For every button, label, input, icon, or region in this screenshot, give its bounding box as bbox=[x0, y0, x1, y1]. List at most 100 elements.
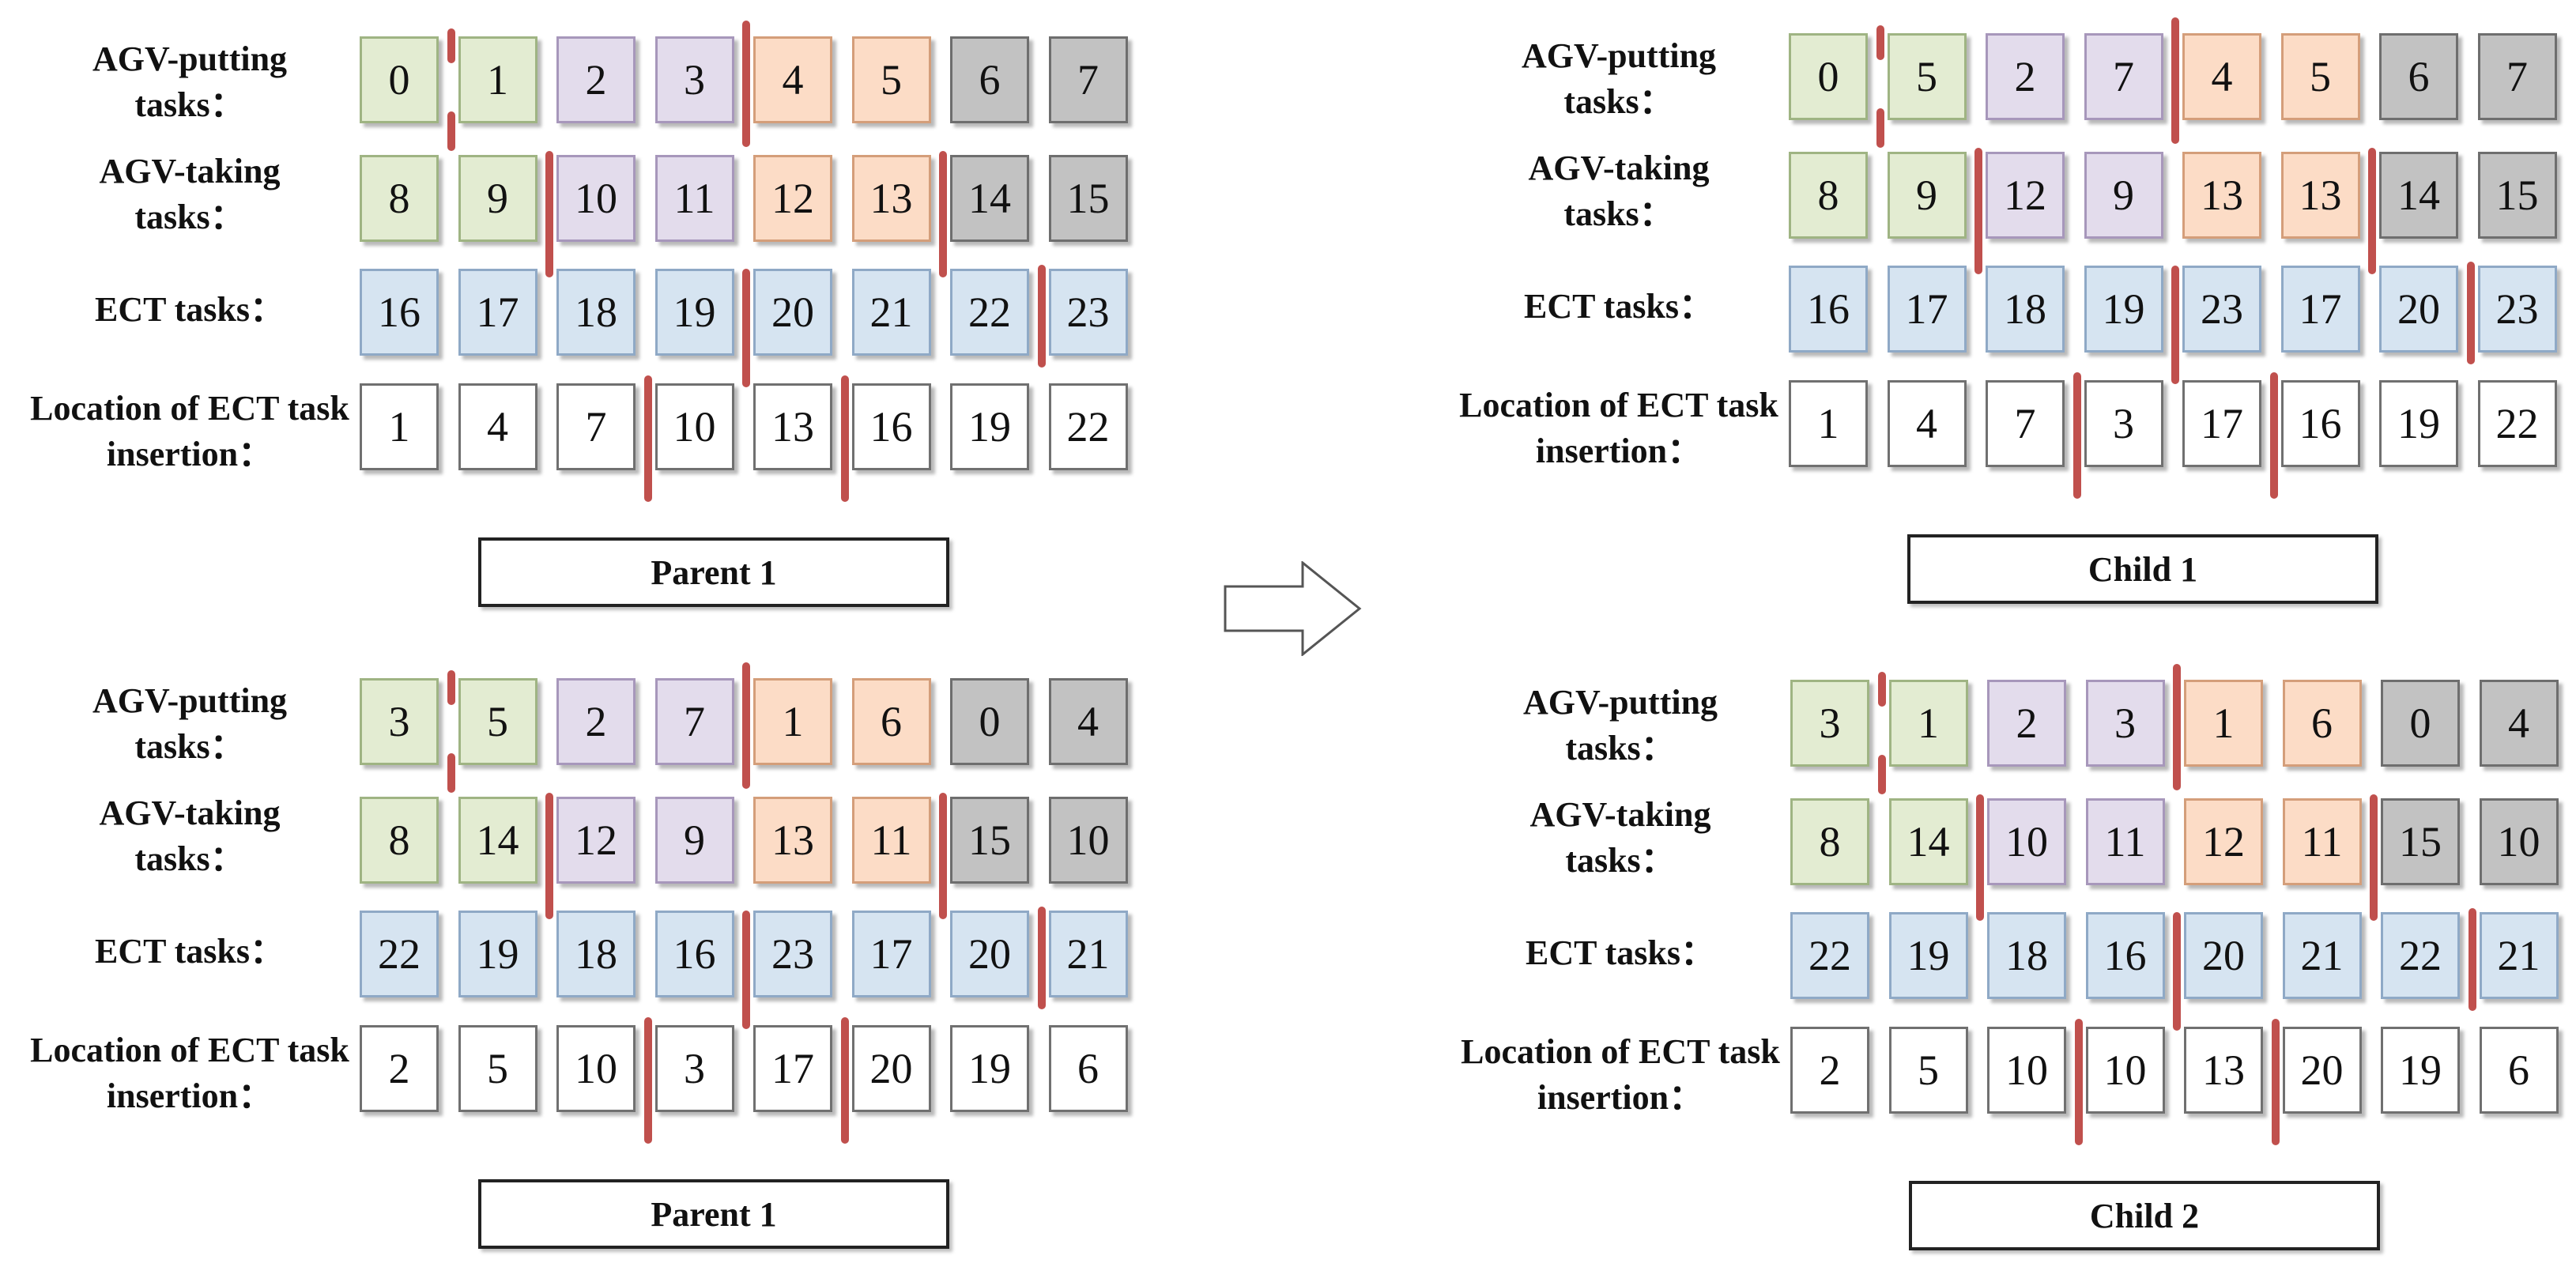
task-cell: 15 bbox=[2381, 798, 2460, 885]
task-cell: 19 bbox=[2381, 1027, 2460, 1114]
crossover-cut-line bbox=[2072, 372, 2081, 499]
task-cell: 12 bbox=[1986, 152, 2065, 239]
task-cell: 16 bbox=[2085, 912, 2165, 999]
crossover-cut-line bbox=[2173, 664, 2181, 790]
task-cell: 2 bbox=[360, 1025, 439, 1112]
task-cell: 10 bbox=[2085, 1027, 2165, 1114]
task-cell: 8 bbox=[1790, 798, 1869, 885]
task-cell: 4 bbox=[2182, 33, 2261, 120]
task-cell: 3 bbox=[2085, 680, 2165, 767]
task-cell: 19 bbox=[458, 911, 537, 997]
task-cell: 3 bbox=[360, 678, 439, 765]
row-label: AGV-taking tasks： bbox=[1529, 795, 1711, 880]
task-cell: 13 bbox=[753, 383, 832, 470]
task-cell: 23 bbox=[2182, 266, 2261, 353]
task-cell: 4 bbox=[2479, 680, 2559, 767]
task-cell: 1 bbox=[753, 678, 832, 765]
crossover-cut-line bbox=[643, 1017, 652, 1144]
task-cell: 3 bbox=[654, 1025, 734, 1112]
task-cell: 0 bbox=[360, 36, 439, 123]
crossover-cut-line bbox=[545, 793, 553, 919]
task-cell: 14 bbox=[1888, 798, 1968, 885]
crossover-cut-line bbox=[2173, 912, 2181, 1031]
task-cell: 22 bbox=[950, 269, 1029, 356]
task-cell: 15 bbox=[950, 797, 1029, 884]
panel-child-1: AGV-putting tasks：AGV-taking tasks：ECT t… bbox=[1445, 11, 2567, 635]
task-cell: 20 bbox=[950, 911, 1029, 997]
task-cell: 16 bbox=[1789, 266, 1868, 353]
task-cell: 14 bbox=[2379, 152, 2458, 239]
task-cell: 2 bbox=[556, 36, 636, 123]
task-cell: 6 bbox=[2282, 680, 2362, 767]
task-cell: 5 bbox=[1888, 1027, 1968, 1114]
crossover-cut-line bbox=[742, 21, 750, 147]
task-cell: 10 bbox=[1048, 797, 1128, 884]
crossover-cut-line bbox=[447, 28, 455, 63]
task-cell: 17 bbox=[851, 911, 931, 997]
panel-title: Parent 1 bbox=[478, 537, 949, 607]
task-cell: 1 bbox=[1789, 380, 1868, 467]
crossover-cut-line bbox=[1037, 265, 1046, 368]
crossover-cut-line bbox=[2171, 266, 2179, 384]
task-cell: 13 bbox=[2182, 152, 2261, 239]
task-cell: 19 bbox=[950, 1025, 1029, 1112]
row-label: Location of ECT task insertion： bbox=[1461, 1032, 1780, 1117]
crossover-cut-line bbox=[1877, 755, 1886, 794]
task-cell: 4 bbox=[1048, 678, 1128, 765]
task-cell: 10 bbox=[556, 1025, 636, 1112]
task-cell: 0 bbox=[950, 678, 1029, 765]
task-cell: 23 bbox=[2477, 266, 2557, 353]
task-cell: 14 bbox=[950, 155, 1029, 242]
task-cell: 5 bbox=[2280, 33, 2360, 120]
task-cell: 16 bbox=[851, 383, 931, 470]
task-cell: 7 bbox=[2084, 33, 2163, 120]
panel-title: Child 2 bbox=[1909, 1181, 2380, 1250]
task-cell: 19 bbox=[950, 383, 1029, 470]
task-cell: 22 bbox=[2477, 380, 2557, 467]
row-label: Location of ECT task insertion： bbox=[30, 389, 349, 473]
task-cell: 15 bbox=[1048, 155, 1128, 242]
task-cell: 6 bbox=[2479, 1027, 2559, 1114]
task-cell: 9 bbox=[2084, 152, 2163, 239]
task-cell: 19 bbox=[1888, 912, 1968, 999]
task-cell: 10 bbox=[1987, 1027, 2066, 1114]
task-cell: 17 bbox=[2182, 380, 2261, 467]
task-cell: 0 bbox=[2381, 680, 2460, 767]
task-cell: 13 bbox=[851, 155, 931, 242]
task-cell: 7 bbox=[556, 383, 636, 470]
task-cell: 11 bbox=[851, 797, 931, 884]
task-cell: 10 bbox=[1987, 798, 2066, 885]
row-label: AGV-putting tasks： bbox=[1521, 36, 1717, 121]
task-cell: 10 bbox=[654, 383, 734, 470]
task-cell: 7 bbox=[1048, 36, 1128, 123]
task-cell: 18 bbox=[556, 911, 636, 997]
task-cell: 21 bbox=[2282, 912, 2362, 999]
crossover-cut-line bbox=[545, 151, 553, 277]
row-label: AGV-taking tasks： bbox=[99, 794, 281, 878]
task-cell: 22 bbox=[1048, 383, 1128, 470]
panel-title: Child 1 bbox=[1907, 534, 2378, 604]
crossover-cut-line bbox=[2271, 1019, 2280, 1145]
crossover-cut-line bbox=[939, 793, 947, 919]
task-cell: 13 bbox=[753, 797, 832, 884]
row-label: Location of ECT task insertion： bbox=[30, 1031, 349, 1115]
crossover-cut-line bbox=[447, 670, 455, 705]
row-label: ECT tasks： bbox=[94, 290, 285, 329]
task-cell: 4 bbox=[1887, 380, 1967, 467]
task-cell: 17 bbox=[753, 1025, 832, 1112]
task-cell: 8 bbox=[1789, 152, 1868, 239]
task-cell: 8 bbox=[360, 155, 439, 242]
task-cell: 0 bbox=[1789, 33, 1868, 120]
task-cell: 20 bbox=[2184, 912, 2263, 999]
crossover-cut-line bbox=[840, 375, 849, 502]
task-cell: 2 bbox=[1790, 1027, 1869, 1114]
task-cell: 14 bbox=[458, 797, 537, 884]
task-cell: 5 bbox=[851, 36, 931, 123]
crossover-cut-line bbox=[2468, 908, 2476, 1011]
task-cell: 1 bbox=[1888, 680, 1968, 767]
task-cell: 6 bbox=[2379, 33, 2458, 120]
crossover-cut-line bbox=[742, 662, 750, 789]
task-cell: 23 bbox=[1048, 269, 1128, 356]
task-cell: 2 bbox=[556, 678, 636, 765]
task-cell: 19 bbox=[654, 269, 734, 356]
